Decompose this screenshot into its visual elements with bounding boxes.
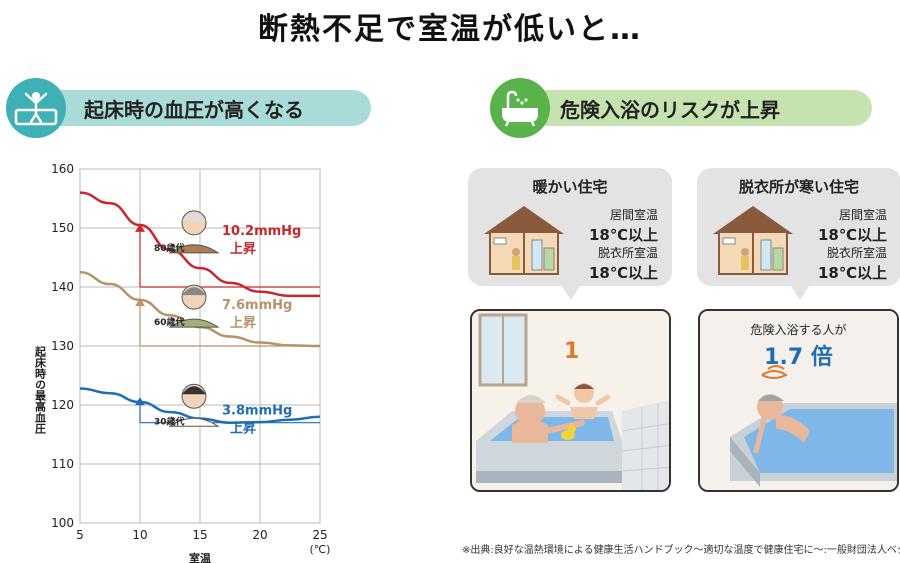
- living-temp-value: 18℃以上: [588, 226, 658, 244]
- page-title: 断熱不足で室温が低いと…: [258, 12, 642, 47]
- x-tick-labels: 5 10 15 20 25: [76, 528, 327, 542]
- x-tick-label: 15: [192, 528, 207, 542]
- blood-pressure-heading: 起床時の血圧が高くなる: [84, 97, 304, 122]
- y-tick-labels: 100 110 120 130 140 150 160: [51, 162, 74, 530]
- x-tick-label: 10: [132, 528, 147, 542]
- cold-house-bubble: 脱衣所が寒い住宅 居間室温 18℃以上 脱衣所室温 18℃以上: [697, 168, 900, 300]
- warm-house-bubble: 暖かい住宅 居間室温 18℃以上 脱衣所室温 18℃以上: [468, 168, 672, 300]
- age-group-label: 80歳代: [154, 242, 185, 254]
- series-line: [79, 191, 320, 298]
- warm-bath-scene: 1: [470, 309, 671, 492]
- collapsed-bather-illustration: [700, 311, 897, 490]
- cold-risk-value: 1.7 倍: [764, 345, 833, 370]
- person-figure-icon: [168, 210, 220, 254]
- x-tick-label: 5: [76, 528, 84, 542]
- bubble-tail: [791, 286, 809, 300]
- living-temp-label: 居間室温: [838, 208, 887, 222]
- person-stretching-icon: [6, 78, 66, 138]
- living-temp-label: 居間室温: [609, 208, 658, 222]
- bath-risk-banner: 危険入浴のリスクが上昇: [500, 90, 872, 126]
- source-footnote: ※出典:良好な温熱環境による健康生活ハンドブック〜適切な温度で健康住宅に〜:一般…: [462, 545, 900, 556]
- dressing-temp-label: 脱衣所室温: [597, 246, 658, 260]
- blood-pressure-banner: 起床時の血圧が高くなる: [26, 90, 371, 126]
- bath-risk-heading: 危険入浴のリスクが上昇: [560, 97, 780, 122]
- y-tick-label: 140: [51, 280, 74, 294]
- living-temp-value: 18℃以上: [817, 226, 887, 244]
- house-icon: [484, 206, 564, 275]
- cold-bath-scene: 危険入浴する人が 1.7 倍: [698, 309, 899, 492]
- y-tick-label: 160: [51, 162, 74, 176]
- family-bathing-illustration: [472, 311, 669, 490]
- increase-suffix-label: 上昇: [230, 316, 256, 331]
- dressing-temp-value: 18℃以上: [588, 264, 658, 282]
- rise-arrow-head: [135, 397, 145, 406]
- warm-house-title: 暖かい住宅: [532, 178, 608, 196]
- cold-risk-text: 危険入浴する人が: [750, 323, 847, 337]
- bubble-tail: [562, 286, 580, 300]
- increase-suffix-label: 上昇: [230, 242, 256, 257]
- chart-series: 10.2mmHg 上昇 7.6mmHg 上昇 3.8mmHg 上昇: [79, 191, 321, 436]
- x-tick-label: 25: [312, 528, 327, 542]
- y-axis-label: 起床時の最高血圧: [34, 345, 48, 435]
- y-tick-label: 100: [51, 516, 74, 530]
- dressing-temp-value: 18℃以上: [817, 264, 887, 282]
- x-axis-label: 室温: [189, 551, 211, 563]
- y-tick-label: 110: [51, 457, 74, 471]
- x-axis-unit: (℃): [310, 543, 331, 556]
- age-group-label: 30歳代: [154, 415, 185, 427]
- blood-pressure-chart: 100 110 120 130 140 150 160 5 10 15 20 25 10.2mmHg…: [34, 162, 331, 563]
- dressing-temp-label: 脱衣所室温: [826, 246, 887, 260]
- person-figure-icon: [168, 284, 220, 328]
- age-group-figures: 80歳代 60歳代 30歳代: [154, 210, 220, 427]
- bathtub-icon: [490, 78, 550, 138]
- rise-arrow-head: [135, 223, 145, 232]
- y-tick-label: 120: [51, 398, 74, 412]
- increase-value-label: 10.2mmHg: [222, 224, 301, 239]
- cold-house-title: 脱衣所が寒い住宅: [738, 178, 859, 196]
- warm-risk-value: 1: [564, 339, 580, 364]
- house-icon: [713, 206, 793, 275]
- x-tick-label: 20: [252, 528, 267, 542]
- y-tick-label: 150: [51, 221, 74, 235]
- increase-value-label: 3.8mmHg: [222, 403, 292, 418]
- increase-suffix-label: 上昇: [230, 421, 256, 436]
- person-figure-icon: [168, 383, 220, 427]
- increase-value-label: 7.6mmHg: [222, 298, 292, 313]
- age-group-label: 60歳代: [154, 316, 185, 328]
- rise-arrow-head: [135, 298, 145, 307]
- y-tick-label: 130: [51, 339, 74, 353]
